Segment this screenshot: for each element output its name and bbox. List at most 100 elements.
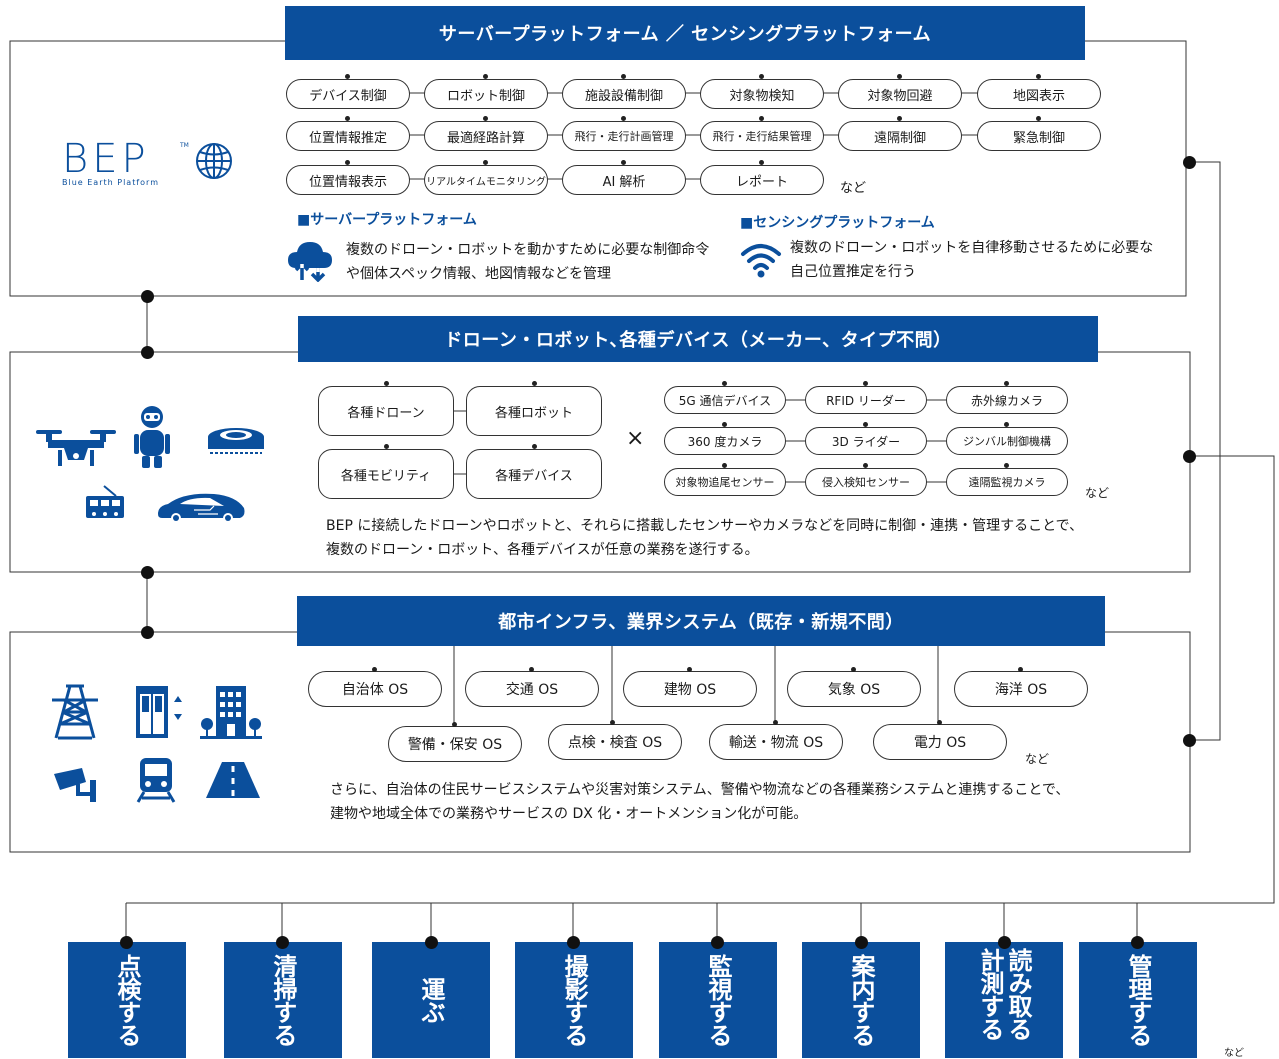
- connector-dot: [120, 936, 133, 949]
- system-pill: 電力 OS: [873, 724, 1007, 760]
- sensor-pill: 遠隔監視カメラ: [946, 468, 1068, 496]
- device-type-box: 各種デバイス: [466, 449, 602, 499]
- feature-pill: 位置情報推定: [286, 121, 410, 151]
- connector-dot: [1131, 936, 1144, 949]
- system-pill: 警備・保安 OS: [388, 726, 522, 762]
- multiply-sign: ×: [626, 426, 645, 451]
- action-label: 点検する: [113, 954, 141, 1046]
- feature-pill: 最適経路計算: [424, 121, 548, 151]
- feature-pill: レポート: [700, 165, 824, 195]
- action-block: 案内する: [802, 942, 920, 1058]
- connector-dot: [141, 626, 154, 639]
- power-tower-icon: [52, 684, 98, 740]
- action-block: 読み取る計測する: [945, 942, 1063, 1058]
- logo-tm: TM: [180, 142, 189, 149]
- device-type-box: 各種モビリティ: [318, 449, 454, 499]
- connector-dot: [1183, 734, 1196, 747]
- action-label: 撮影する: [560, 954, 588, 1046]
- action-block: 管理する: [1079, 942, 1197, 1058]
- sensor-pill: 3D ライダー: [805, 427, 927, 455]
- feature-pill: AI 解析: [562, 165, 686, 195]
- wifi-icon: [741, 244, 781, 278]
- action-label: 管理する: [1124, 954, 1152, 1046]
- connector-dot: [276, 936, 289, 949]
- feature-pill: 施設設備制御: [562, 79, 686, 109]
- sensor-pill: RFID リーダー: [805, 386, 927, 414]
- devices-desc-line: BEP に接続したドローンやロボットと、それらに搭載したセンサーやカメラなどを同…: [326, 518, 1084, 534]
- devices-desc-line: 複数のドローン・ロボット、各種デバイスが任意の業務を遂行する。: [326, 542, 759, 558]
- device-type-box: 各種ロボット: [466, 386, 602, 436]
- feature-pill: ロボット制御: [424, 79, 548, 109]
- feature-pill: 遠隔制御: [838, 121, 962, 151]
- connector-dot: [141, 346, 154, 359]
- device-type-box: 各種ドローン: [318, 386, 454, 436]
- infra-header: 都市インフラ、業界システム（既存・新規不問）: [297, 596, 1105, 646]
- connector-dot: [1183, 450, 1196, 463]
- connector-dot: [998, 936, 1011, 949]
- system-pill: 輸送・物流 OS: [709, 724, 843, 760]
- connector-dot: [141, 290, 154, 303]
- action-label: 読み取る計測する: [976, 948, 1032, 1040]
- feature-pill: リアルタイムモニタリング: [424, 165, 548, 195]
- logo-subtitle: Blue Earth Platform: [62, 178, 159, 187]
- feature-pill: 飛行・走行結果管理: [700, 121, 824, 151]
- vacuum-robot-icon: [208, 428, 264, 454]
- bep-logo: BEP TM Blue Earth Platform: [62, 136, 237, 190]
- feature-pill: デバイス制御: [286, 79, 410, 109]
- infra-desc-line: さらに、自治体の住民サービスシステムや災害対策システム、警備や物流などの各種業務…: [330, 782, 1070, 798]
- sensing-desc-line: 複数のドローン・ロボットを自律移動させるために必要な: [790, 240, 1154, 256]
- sensing-desc-line: 自己位置推定を行う: [790, 264, 916, 280]
- system-pill: 海洋 OS: [954, 671, 1088, 707]
- sensor-pill: ジンバル制御機構: [946, 427, 1068, 455]
- feature-pill: 位置情報表示: [286, 165, 410, 195]
- drone-icon: [36, 430, 116, 466]
- sensor-pill: 赤外線カメラ: [946, 386, 1068, 414]
- action-block: 点検する: [68, 942, 186, 1058]
- connector-dot: [425, 936, 438, 949]
- etc-label: など: [1224, 1048, 1244, 1059]
- action-block: 運ぶ: [372, 942, 490, 1058]
- action-block: 清掃する: [224, 942, 342, 1058]
- security-camera-icon: [54, 768, 96, 802]
- sensor-pill: 5G 通信デバイス: [664, 386, 786, 414]
- system-pill: 建物 OS: [623, 671, 757, 707]
- feature-pill: 対象物検知: [700, 79, 824, 109]
- server-desc-line: や個体スペック情報、地図情報などを管理: [346, 266, 612, 282]
- etc-label: など: [840, 181, 867, 196]
- connector-dot: [1183, 156, 1196, 169]
- action-block: 監視する: [659, 942, 777, 1058]
- road-icon: [206, 762, 260, 798]
- etc-label: など: [1025, 752, 1050, 766]
- cloud-upload-icon: [288, 242, 332, 282]
- connector-dot: [567, 936, 580, 949]
- train-icon: [136, 758, 176, 803]
- action-block: 撮影する: [515, 942, 633, 1058]
- logo-text: BEP: [62, 136, 150, 182]
- infra-desc-line: 建物や地域全体での業務やサービスの DX 化・オートメンション化が可能。: [330, 806, 808, 822]
- action-label: 案内する: [847, 954, 875, 1046]
- feature-pill: 緊急制御: [977, 121, 1101, 151]
- server-platform-heading: ■サーバープラットフォーム: [297, 212, 477, 228]
- feature-pill: 対象物回避: [838, 79, 962, 109]
- connector-dot: [855, 936, 868, 949]
- system-pill: 自治体 OS: [308, 671, 442, 707]
- devices-header: ドローン・ロボット､各種デバイス（メーカー、タイプ不問）: [298, 316, 1098, 362]
- system-pill: 点検・検査 OS: [548, 724, 682, 760]
- sensing-platform-heading: ■センシングプラットフォーム: [740, 215, 935, 231]
- sensor-pill: 侵入検知センサー: [805, 468, 927, 496]
- globe-icon: [196, 143, 232, 179]
- autonomous-car-icon: [158, 493, 245, 523]
- action-label: 運ぶ: [417, 977, 445, 1023]
- elevator-icon: [136, 686, 182, 738]
- feature-pill: 地図表示: [977, 79, 1101, 109]
- system-pill: 気象 OS: [787, 671, 921, 707]
- trolley-bus-icon: [86, 485, 124, 518]
- building-icon: [200, 686, 262, 739]
- platform-header: サーバープラットフォーム ／ センシングプラットフォーム: [285, 6, 1085, 60]
- action-label: 監視する: [704, 954, 732, 1046]
- robot-icon: [134, 406, 170, 468]
- server-desc-line: 複数のドローン・ロボットを動かすために必要な制御命令: [346, 242, 710, 258]
- connector-dot: [711, 936, 724, 949]
- feature-pill: 飛行・走行計画管理: [562, 121, 686, 151]
- system-pill: 交通 OS: [465, 671, 599, 707]
